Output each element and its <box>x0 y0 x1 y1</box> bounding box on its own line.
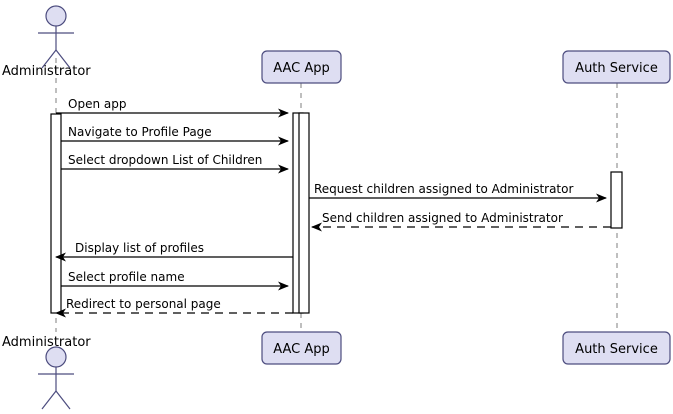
actor-leg-right-line <box>55 390 71 410</box>
participant-box-auth-service-bottom[interactable]: Auth Service <box>562 331 671 365</box>
participant-box-aac-app-top[interactable]: AAC App <box>261 50 342 84</box>
message-label: Select profile name <box>68 270 185 284</box>
actor-label-administrator-bottom: Administrator <box>2 335 91 350</box>
message-3-select-dropdown-list-of-children[interactable]: Select dropdown List of Children <box>61 153 289 174</box>
message-label: Send children assigned to Administrator <box>322 211 563 225</box>
activation-bar-aac-app-inner[interactable] <box>298 112 310 314</box>
participant-label-auth-service-top: Auth Service <box>575 61 658 76</box>
message-label: Navigate to Profile Page <box>68 125 212 139</box>
actor-head-icon <box>45 5 67 27</box>
actor-leg-left-line <box>41 49 57 69</box>
activation-bar-administrator[interactable] <box>50 113 62 314</box>
participant-label-aac-app-top: AAC App <box>273 61 330 76</box>
message-4-request-children-assigned[interactable]: Request children assigned to Administrat… <box>309 182 607 203</box>
message-2-navigate-to-profile-page[interactable]: Navigate to Profile Page <box>61 125 289 146</box>
message-6-display-list-of-profiles[interactable]: Display list of profiles <box>55 241 293 262</box>
participant-box-aac-app-bottom[interactable]: AAC App <box>261 331 342 365</box>
message-label: Request children assigned to Administrat… <box>314 182 573 196</box>
participant-box-rect <box>261 50 342 84</box>
message-8-redirect-to-personal-page[interactable]: Redirect to personal page <box>55 297 293 318</box>
participant-box-rect <box>562 331 671 365</box>
participant-box-rect <box>562 50 671 84</box>
message-label: Redirect to personal page <box>66 297 221 311</box>
participant-label-auth-service-bottom: Auth Service <box>575 342 658 357</box>
participant-label-aac-app-bottom: AAC App <box>273 342 330 357</box>
actor-leg-left-line <box>41 390 57 410</box>
activation-bars-group <box>50 112 623 314</box>
activation-bar-auth-service[interactable] <box>610 171 623 229</box>
message-1-open-app[interactable]: Open app <box>56 97 289 118</box>
actor-leg-right-line <box>55 49 71 69</box>
participant-box-auth-service-top[interactable]: Auth Service <box>562 50 671 84</box>
message-7-select-profile-name[interactable]: Select profile name <box>61 270 289 291</box>
actor-administrator-bottom[interactable]: Administrator <box>2 335 91 410</box>
actor-administrator-top[interactable]: Administrator <box>2 5 91 79</box>
message-label: Select dropdown List of Children <box>68 153 262 167</box>
actor-head-icon <box>45 346 67 368</box>
message-label: Display list of profiles <box>75 241 204 255</box>
participant-box-rect <box>261 331 342 365</box>
message-5-send-children-assigned[interactable]: Send children assigned to Administrator <box>311 211 611 232</box>
actor-label-administrator-top: Administrator <box>2 64 91 79</box>
message-label: Open app <box>68 97 126 111</box>
